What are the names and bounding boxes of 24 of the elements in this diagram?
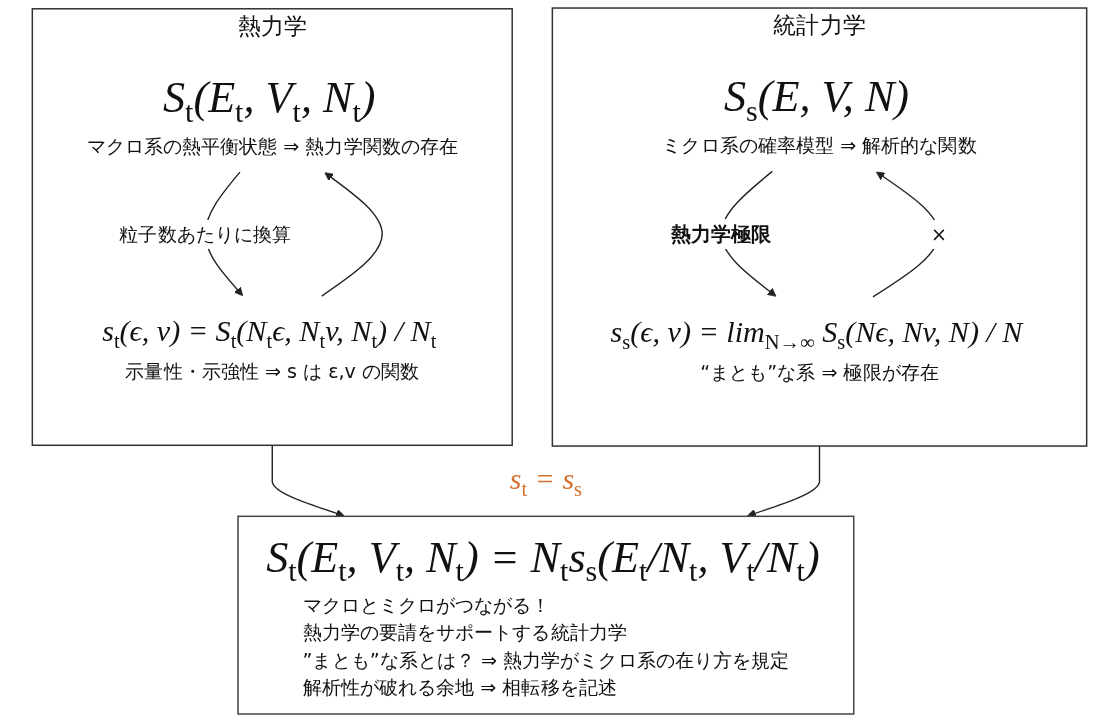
formula: s$_{s}$(ϵ, v) = lim$_{N→∞}$ S$_{s}$(Nϵ, Nv, N) / N	[609, 313, 1025, 356]
edge-label: ×	[931, 222, 948, 245]
formula: S$_{t}$(E$_{t}$, V$_{t}$, N$_{t}$) = N$_{t}$s$_{s}$(E$_{t}$/N$_{t}$, V$_{t}$/N$_{t}$)	[265, 531, 821, 590]
arrow	[271, 444, 345, 518]
edge-label: 粒子数あたりに換算	[119, 222, 292, 245]
arrow	[747, 445, 821, 518]
node-text: 示量性・示強性 ⇒ s は ε,v の関数	[125, 359, 420, 383]
formula: S$_{s}$(E, V, N)	[722, 70, 911, 129]
cluster	[551, 7, 1088, 447]
group-title: 統計力学	[773, 12, 866, 39]
node-text: マクロ系の熱平衡状態 ⇒ 熱力学関数の存在	[86, 134, 458, 157]
edge-label: 熱力学極限	[670, 222, 772, 247]
group-title: 熱力学	[237, 12, 307, 39]
node-text: “まとも”な系 ⇒ 極限が存在	[700, 360, 939, 383]
node-text: ミクロ系の確率模型 ⇒ 解析的な関数	[662, 133, 977, 156]
arrow	[321, 172, 383, 297]
node-text: 熱力学の要請をサポートする統計力学	[302, 620, 627, 644]
node-text: 解析性が破れる余地 ⇒ 相転移を記述	[302, 676, 617, 699]
cluster	[31, 8, 513, 447]
node-text: マクロとミクロがつながる！	[302, 593, 551, 616]
node-box	[237, 515, 855, 715]
node-text: ”まとも”な系とは？ ⇒ 熱力学がミクロ系の在り方を規定	[302, 648, 790, 671]
formula: S$_{t}$(E$_{t}$, V$_{t}$, N$_{t}$)	[162, 71, 377, 130]
formula: s$_{t}$(ϵ, v) = S$_{t}$(N$_{t}$ϵ, N$_{t}$v, N$_{t}$) / N$_{t}$	[101, 313, 438, 355]
